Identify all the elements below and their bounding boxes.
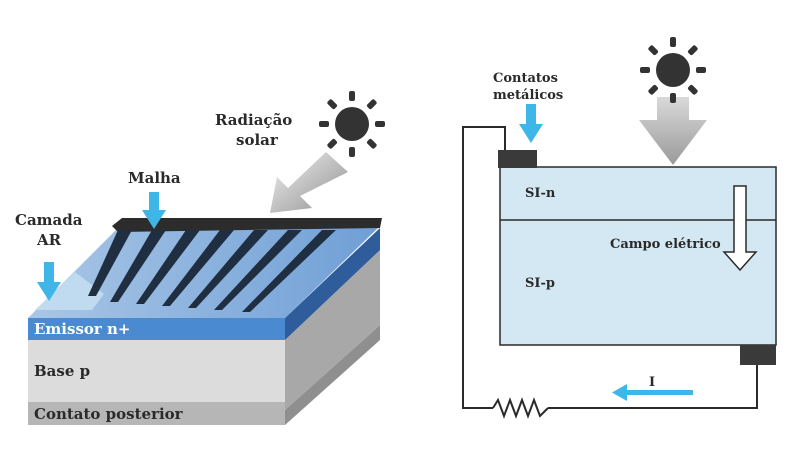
contacts-label-line1: Contatos	[493, 71, 558, 86]
resistor-icon	[492, 397, 549, 419]
side-base	[285, 250, 380, 410]
bottom-contact	[740, 345, 776, 365]
back-contact-label: Contato posterior	[34, 405, 184, 423]
current-label: I	[649, 375, 655, 390]
back-contact-layer	[28, 402, 285, 425]
contacts-label-line2: metálicos	[493, 88, 563, 103]
electric-field-arrow	[722, 185, 758, 272]
bus-bar	[112, 218, 382, 232]
radiation-label-line2: solar	[236, 131, 279, 149]
mesh-finger	[110, 230, 166, 302]
right-diagram: SI-n SI-p Campo elétrico Contatos metáli…	[462, 37, 777, 419]
si-n-label: SI-n	[525, 186, 556, 201]
left-diagram: Emissor n+ Base p Contato posterior Cama…	[15, 91, 385, 425]
sun-icon	[640, 37, 706, 103]
ar-coating	[35, 272, 104, 310]
side-back-contact	[285, 325, 380, 425]
side-emitter	[285, 228, 380, 340]
radiation-label-line1: Radiação	[215, 111, 292, 129]
arrow-down-icon	[519, 104, 543, 143]
ar-label-line2: AR	[36, 231, 62, 249]
mesh-finger	[188, 230, 268, 308]
mesh-fingers	[88, 230, 336, 312]
circuit-wire	[462, 126, 506, 409]
ar-label-line1: Camada	[15, 211, 83, 229]
radiation-arrow-down	[639, 97, 707, 165]
base-layer	[28, 340, 285, 402]
radiation-arrow	[270, 152, 348, 213]
emitter-layer	[28, 318, 285, 340]
mesh-finger	[214, 230, 302, 310]
base-label: Base p	[34, 362, 90, 380]
mesh-finger	[162, 230, 234, 306]
current-arrow	[612, 384, 693, 401]
si-p-label: SI-p	[525, 276, 555, 291]
mesh-finger	[242, 230, 336, 312]
arrow-down-icon	[142, 192, 166, 229]
sun-icon	[319, 91, 385, 157]
field-label: Campo elétrico	[610, 237, 721, 252]
circuit-wire-right	[548, 364, 758, 409]
arrow-down-icon	[37, 262, 61, 301]
mesh-finger	[88, 230, 132, 296]
mesh-finger	[136, 230, 200, 304]
emitter-label: Emissor n+	[34, 320, 131, 338]
top-contact	[498, 150, 537, 168]
mesh-label: Malha	[128, 169, 181, 187]
